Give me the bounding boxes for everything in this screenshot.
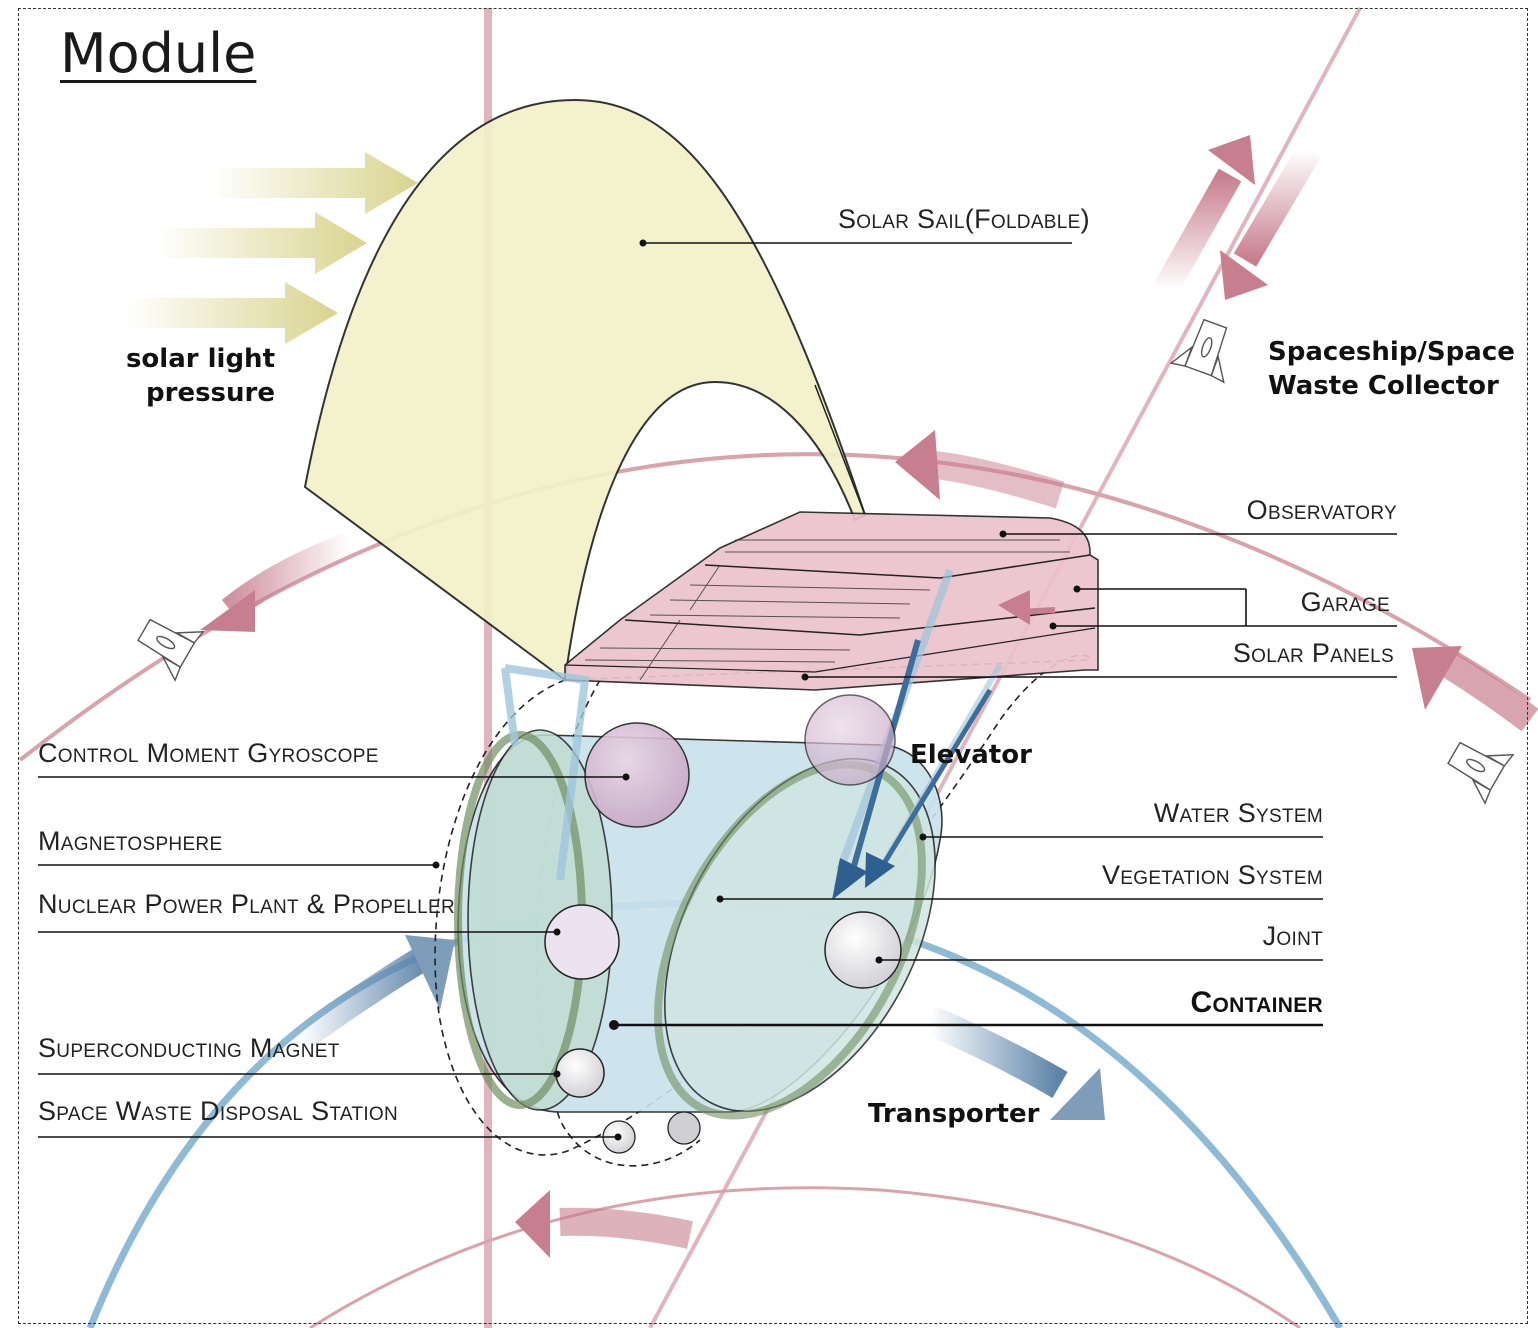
container-callout: Container (1000, 986, 1323, 1020)
nuclear-power-callout: Nuclear Power Plant & Propeller (38, 889, 455, 920)
superconducting-magnet-callout: Superconducting Magnet (38, 1033, 340, 1064)
water-system-callout: Water System (1000, 798, 1323, 829)
page-title: Module (60, 22, 256, 85)
garage-callout: Garage (1100, 587, 1390, 618)
solar-sail-callout: Solar Sail(Foldable) (838, 204, 1090, 235)
solar-light-pressure-line2: pressure (110, 376, 275, 410)
observatory-callout: Observatory (1100, 495, 1397, 526)
magnetosphere-callout: Magnetosphere (38, 826, 222, 857)
solar-light-pressure-line1: solar light (110, 342, 275, 376)
joint-callout: Joint (1000, 921, 1323, 952)
solar-light-pressure-label: solar light pressure (110, 342, 275, 410)
spaceship-line2: Waste Collector (1268, 369, 1515, 403)
spaceship-line1: Spaceship/Space (1268, 335, 1515, 369)
gyroscope-callout: Control Moment Gyroscope (38, 738, 379, 769)
transporter-label: Transporter (868, 1097, 1039, 1131)
elevator-label: Elevator (910, 738, 1032, 772)
space-waste-disposal-callout: Space Waste Disposal Station (38, 1096, 398, 1127)
solar-panels-callout: Solar Panels (1100, 638, 1394, 669)
spaceship-collector-label: Spaceship/Space Waste Collector (1268, 335, 1515, 403)
vegetation-system-callout: Vegetation System (1000, 860, 1323, 891)
